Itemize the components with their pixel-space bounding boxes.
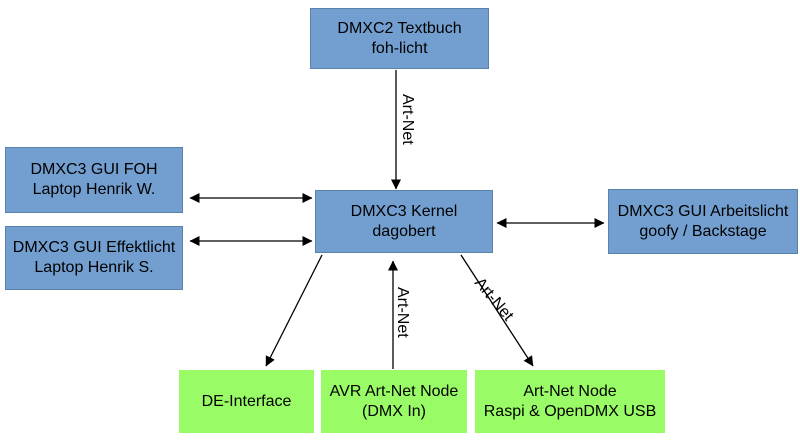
node-dmxc3-gui-effektlicht: DMXC3 GUI Effektlicht Laptop Henrik S. (5, 226, 183, 290)
node-label-line2: Laptop Henrik W. (32, 181, 156, 198)
node-dmxc3-gui-arbeitslicht: DMXC3 GUI Arbeitslicht goofy / Backstage (608, 189, 798, 254)
node-dmxc3-kernel: DMXC3 Kernel dagobert (315, 190, 493, 253)
node-label-line1: AVR Art-Net Node (329, 382, 459, 400)
node-label-line2: (DMX In) (362, 402, 426, 420)
node-label-line2: Laptop Henrik S. (34, 259, 154, 276)
node-label-line1: DMXC3 GUI Arbeitslicht (617, 202, 789, 220)
node-dmxc3-gui-foh: DMXC3 GUI FOH Laptop Henrik W. (5, 147, 183, 213)
edge-label-artnet-middle: Art-Net (394, 287, 411, 338)
edge-kernel-to-artnet-node (460, 254, 534, 367)
node-de-interface: DE-Interface (179, 370, 314, 433)
node-label-line2: Raspi & OpenDMX USB (483, 402, 657, 420)
node-label-line1: DMXC3 GUI FOH (30, 161, 158, 178)
node-label-line2: foh-licht (371, 39, 428, 57)
edge-label-artnet-top: Art-Net (399, 94, 416, 145)
edge-kernel-to-de-interface (265, 254, 323, 367)
node-label-line1: DMXC3 GUI Effektlicht (12, 239, 176, 256)
node-dmxc2-textbuch: DMXC2 Textbuch foh-licht (310, 8, 489, 69)
node-artnet-node-raspi: Art-Net Node Raspi & OpenDMX USB (475, 370, 665, 433)
edge-label-artnet-diagonal: Art-Net (471, 275, 517, 325)
node-label-line2: goofy / Backstage (639, 222, 767, 240)
node-label-line1: DMXC3 Kernel (350, 202, 458, 220)
node-label-line1: DMXC2 Textbuch (337, 19, 462, 37)
node-label-line1: DE-Interface (201, 392, 292, 410)
node-avr-artnet-node: AVR Art-Net Node (DMX In) (321, 370, 467, 433)
node-label-line2: dagobert (372, 222, 436, 240)
node-label-line1: Art-Net Node (523, 382, 617, 400)
